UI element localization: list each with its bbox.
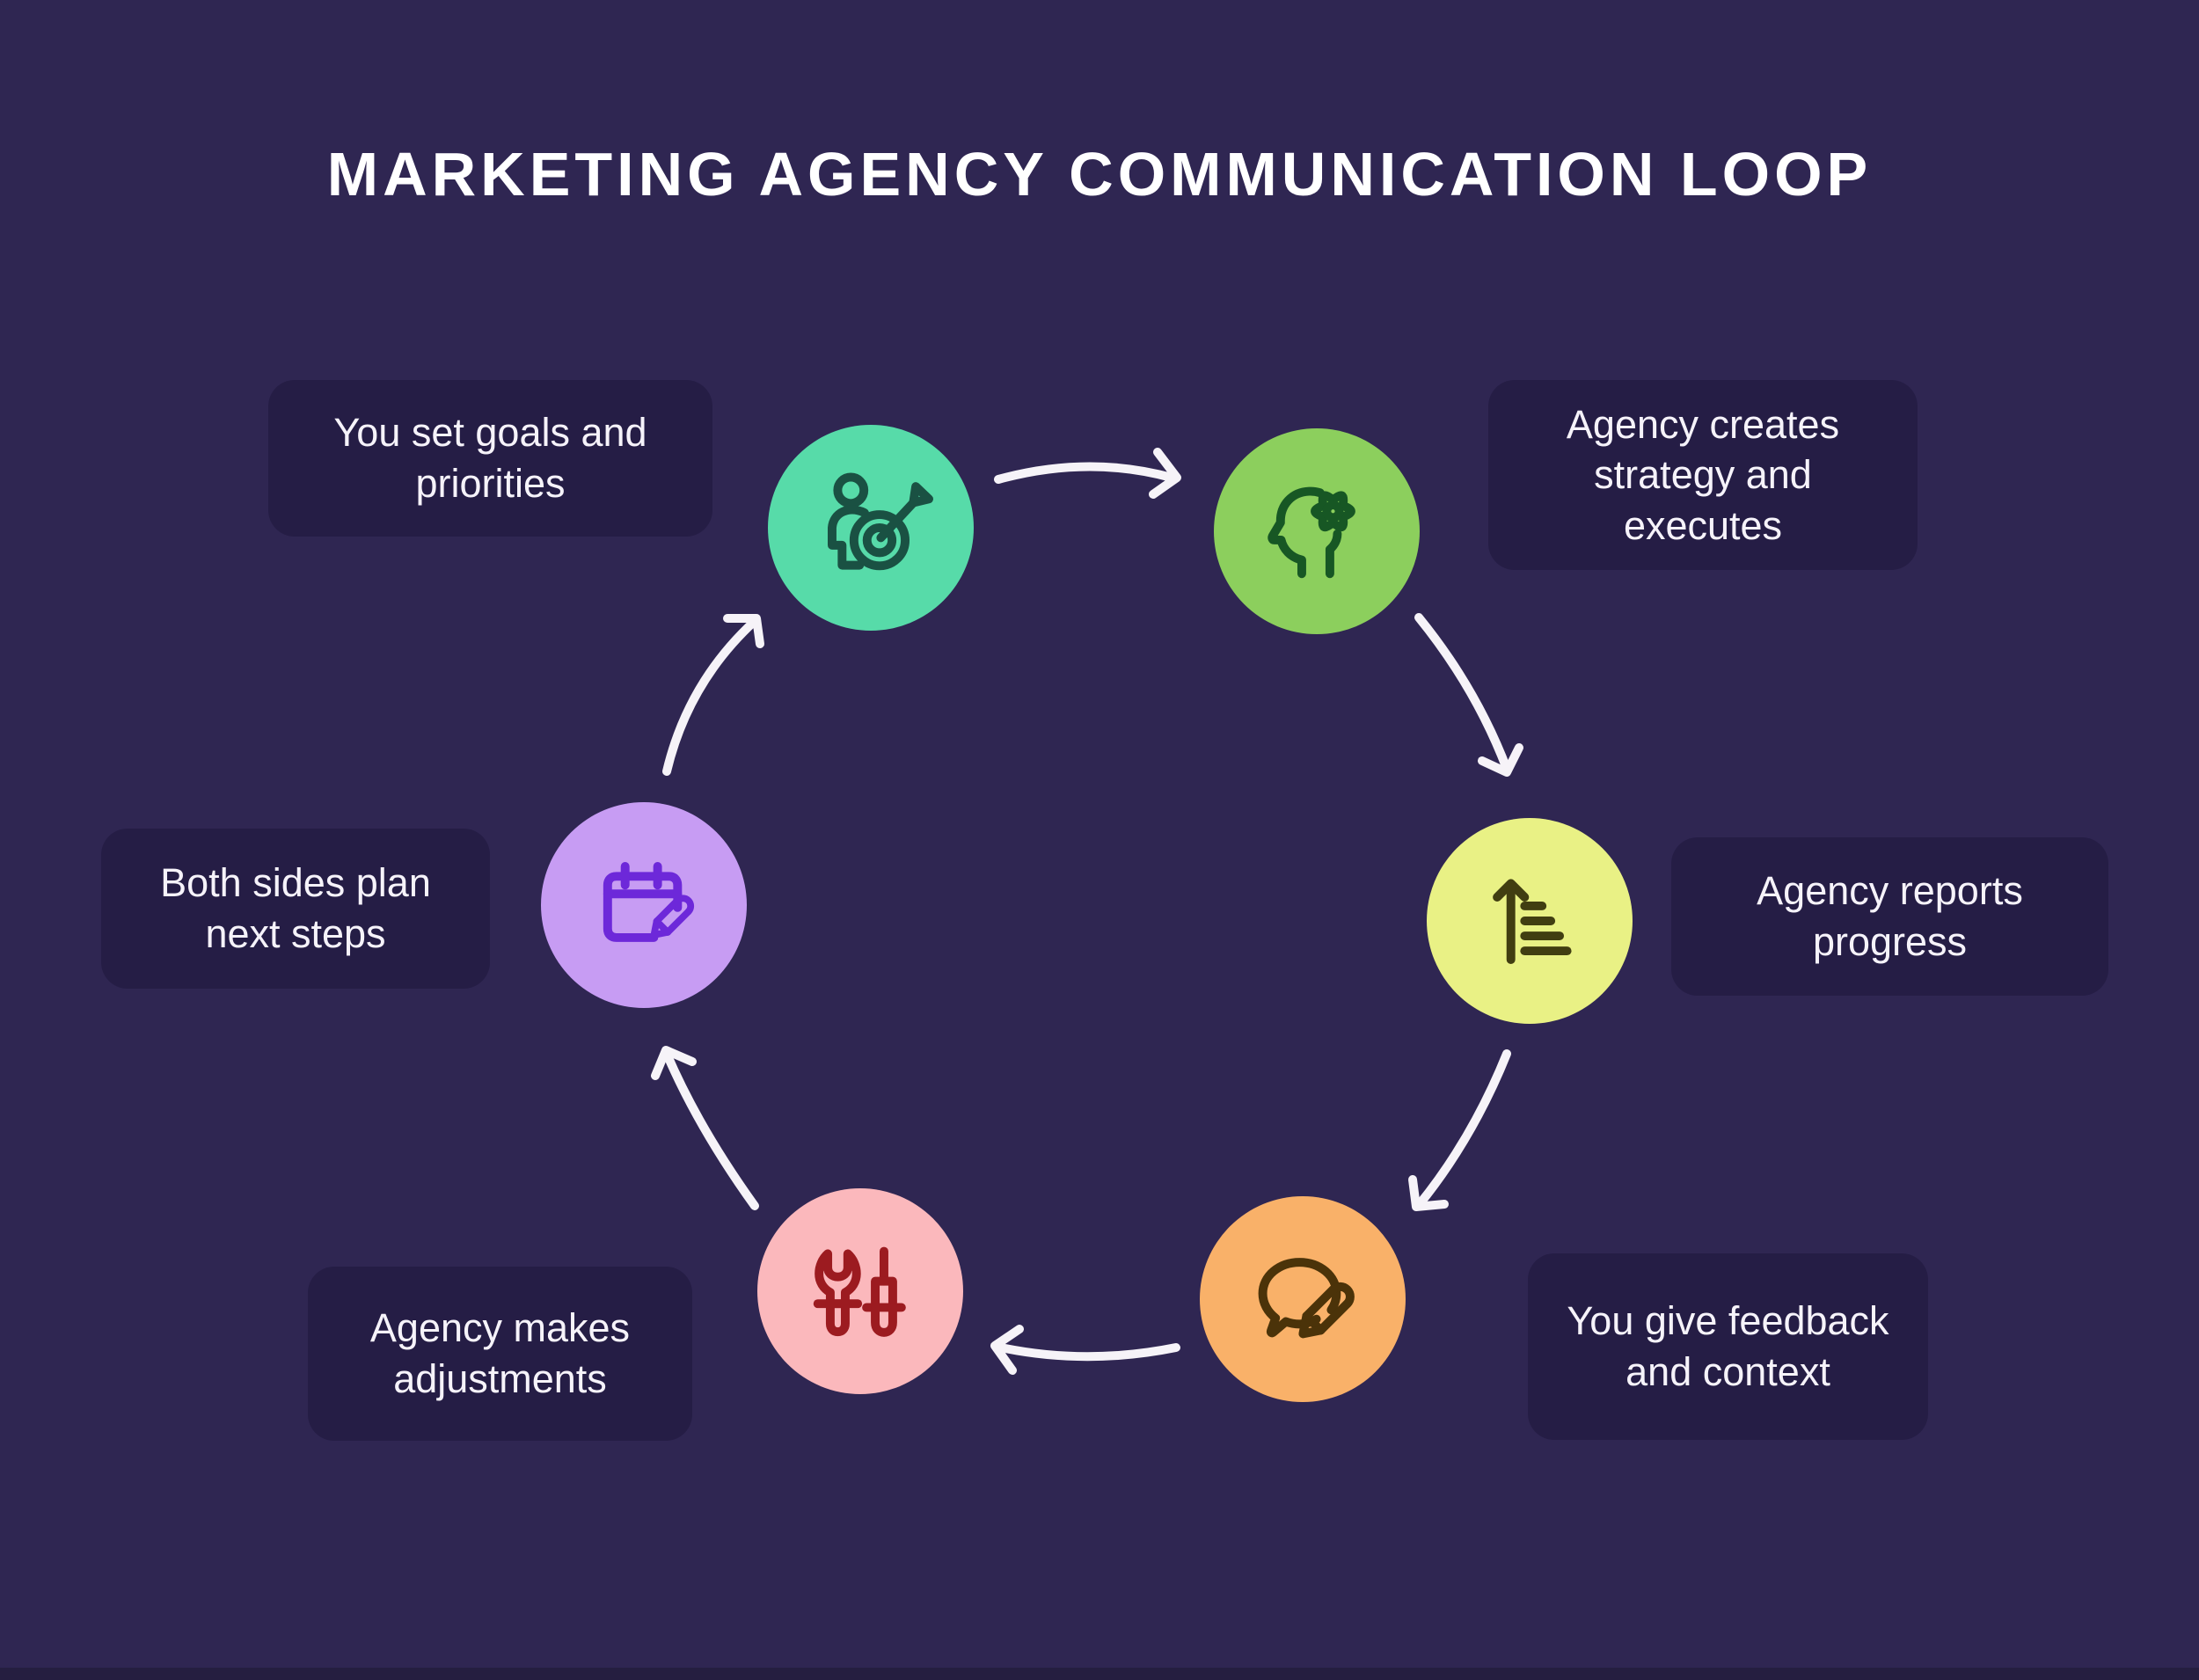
step-circle-plan-next-steps [541,802,747,1008]
arrow-top-right-icon [994,448,1181,499]
step-card-create-strategy: Agency creates strategy and executes [1488,380,1918,570]
step-card-report-progress: Agency reports progress [1671,837,2108,996]
step-circle-create-strategy [1214,428,1420,634]
step-circle-make-adjustments [757,1188,963,1394]
step-label: Agency creates strategy and executes [1566,401,1840,548]
step-circle-give-feedback [1200,1196,1406,1402]
step-label: Agency makes adjustments [369,1305,631,1401]
arrow-left-upper-icon [662,614,764,776]
step-card-set-goals: You set goals and priorities [268,380,712,537]
bottom-border [0,1668,2199,1680]
arrow-right-upper-icon [1414,613,1523,777]
wrench-screwdriver-icon [813,1246,906,1337]
person-target-icon [828,472,933,571]
step-card-plan-next-steps: Both sides plan next steps [101,829,490,989]
step-circle-set-goals [768,425,974,631]
ascending-bars-arrow-icon [1493,879,1572,964]
step-circle-report-progress [1427,818,1633,1024]
arrow-bottom-left-icon [990,1325,1180,1375]
arrow-right-lower-icon [1408,1049,1511,1211]
step-card-make-adjustments: Agency makes adjustments [308,1267,692,1441]
speech-bubble-pencil-icon [1258,1258,1355,1339]
step-card-give-feedback: You give feedback and context [1528,1253,1928,1440]
calendar-pencil-icon [603,862,695,942]
head-gear-icon [1268,486,1355,579]
step-label: Both sides plan next steps [160,860,431,956]
step-label: You set goals and priorities [333,410,647,506]
page-title: MARKETING AGENCY COMMUNICATION LOOP [326,140,1873,208]
arrow-left-lower-icon [651,1046,759,1210]
step-label: You give feedback and context [1567,1298,1889,1394]
step-label: Agency reports progress [1757,868,2023,964]
